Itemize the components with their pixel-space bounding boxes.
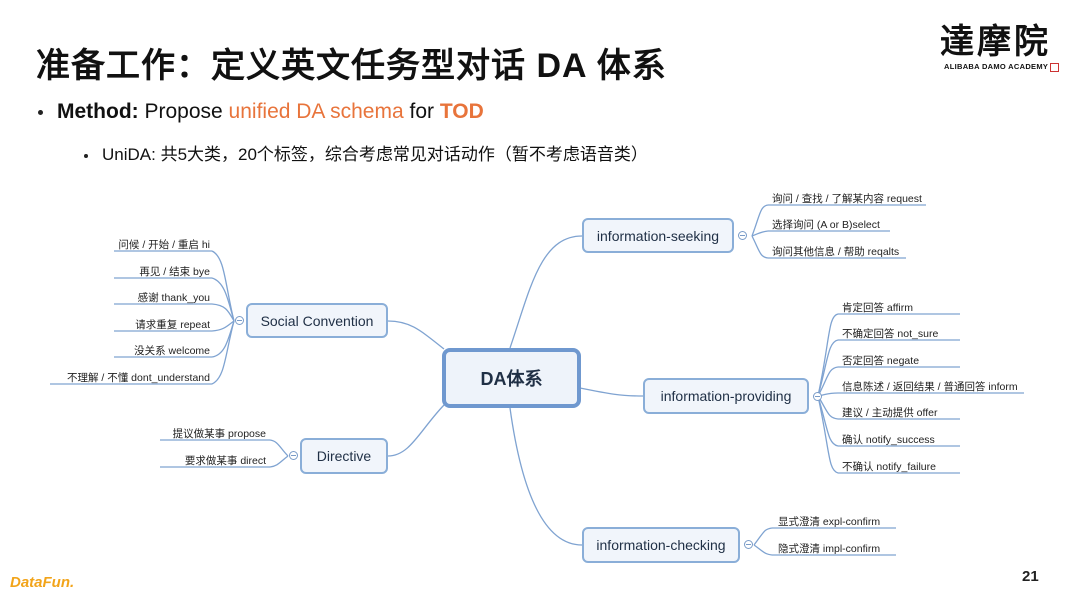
leaf-social-thank-you: 感谢 thank_you <box>137 292 210 304</box>
leaf-providing-negate: 否定回答 negate <box>842 355 920 367</box>
method-highlight-tod: TOD <box>439 100 484 123</box>
connector-directive-leaf <box>269 455 289 468</box>
bullet-dot-icon <box>84 153 88 158</box>
connector-center-seeking <box>509 235 583 349</box>
leaf-providing-notify-success: 确认 notify_success <box>842 434 935 446</box>
collapse-toggle-icon[interactable] <box>235 316 244 325</box>
leaf-social-bye: 再见 / 结束 bye <box>139 266 210 278</box>
bullet-method: Method: Propose unified DA schema for TO… <box>38 100 484 124</box>
connector-checking-leaf <box>753 544 773 556</box>
leaf-providing-not-sure: 不确定回答 not_sure <box>842 328 939 340</box>
connector-providing-leaf <box>817 366 839 397</box>
leaf-providing-affirm: 肯定回答 affirm <box>842 302 913 314</box>
leaf-providing-offer: 建议 / 主动提供 offer <box>842 407 938 419</box>
connector-directive-leaf <box>269 439 289 457</box>
connector-seeking-leaf <box>751 204 769 237</box>
leaf-seeking-reqalts: 询问其他信息 / 帮助 reqalts <box>772 246 900 258</box>
method-text-2: for <box>403 100 440 123</box>
connector-center-providing <box>579 387 644 397</box>
connector-providing-leaf <box>817 313 839 397</box>
node-information-checking[interactable]: information-checking <box>582 527 740 563</box>
page-number: 21 <box>1022 568 1039 585</box>
connector-seeking-leaf <box>751 235 769 259</box>
leaf-checking-expl-confirm: 显式澄清 expl-confirm <box>778 516 881 528</box>
method-label: Method: <box>57 100 139 123</box>
logo-english-text: ALIBABA DAMO ACADEMY <box>944 62 1049 71</box>
leaf-social-dont-understand: 不理解 / 不懂 dont_understand <box>67 372 210 384</box>
connector-social-leaf <box>211 303 235 322</box>
leaf-checking-impl-confirm: 隐式澄清 impl-confirm <box>778 543 881 555</box>
connector-center-social <box>387 320 445 350</box>
connector-social-leaf <box>211 277 235 322</box>
collapse-toggle-icon[interactable] <box>813 392 822 401</box>
method-text-1: Propose <box>138 100 229 123</box>
connector-checking-leaf <box>753 527 773 546</box>
node-directive[interactable]: Directive <box>300 438 388 474</box>
leaf-directive-direct: 要求做某事 direct <box>184 455 266 467</box>
connector-providing-leaf <box>817 395 839 447</box>
collapse-toggle-icon[interactable] <box>738 231 747 240</box>
bullet-unida: UniDA: 共5大类，20个标签，综合考虑常见对话动作（暂不考虑语音类） <box>84 140 648 165</box>
leaf-seeking-select: 选择询问 (A or B)select <box>772 219 880 231</box>
leaf-seeking-request: 询问 / 查找 / 了解某内容 request <box>772 193 922 205</box>
leaf-social-welcome: 没关系 welcome <box>134 345 210 357</box>
connector-center-checking <box>509 407 583 546</box>
connector-social-leaf <box>211 320 235 358</box>
leaf-providing-inform: 信息陈述 / 返回结果 / 普通回答 inform <box>842 381 1018 393</box>
method-highlight-schema: unified DA schema <box>228 100 404 123</box>
logo-chinese: 達摩院 <box>940 22 1051 62</box>
node-center-da[interactable]: DA体系 <box>442 348 581 408</box>
bullet-dot-icon <box>38 109 43 115</box>
collapse-toggle-icon[interactable] <box>744 540 753 549</box>
node-information-seeking[interactable]: information-seeking <box>582 218 734 253</box>
connector-social-leaf <box>211 320 235 332</box>
leaf-providing-notify-failure: 不确认 notify_failure <box>842 461 936 473</box>
unida-text: UniDA: 共5大类，20个标签，综合考虑常见对话动作（暂不考虑语音类） <box>102 145 648 164</box>
leaf-directive-propose: 提议做某事 propose <box>172 428 266 440</box>
leaf-social-hi: 问候 / 开始 / 重启 hi <box>118 239 210 251</box>
connector-seeking-leaf <box>751 230 769 237</box>
seal-icon <box>1050 62 1060 72</box>
connector-social-leaf <box>211 320 235 385</box>
logo-english: ALIBABA DAMO ACADEMY <box>944 62 1060 72</box>
connector-center-directive <box>387 404 445 457</box>
connector-providing-leaf <box>817 395 839 474</box>
collapse-toggle-icon[interactable] <box>289 451 298 460</box>
node-information-providing[interactable]: information-providing <box>643 378 809 414</box>
leaf-social-repeat: 请求重复 repeat <box>135 319 210 331</box>
page-title: 准备工作：定义英文任务型对话 DA 体系 <box>36 47 667 85</box>
connector-providing-leaf <box>817 339 839 397</box>
node-social-convention[interactable]: Social Convention <box>246 303 388 338</box>
datafun-logo: DataFun. <box>10 574 75 591</box>
